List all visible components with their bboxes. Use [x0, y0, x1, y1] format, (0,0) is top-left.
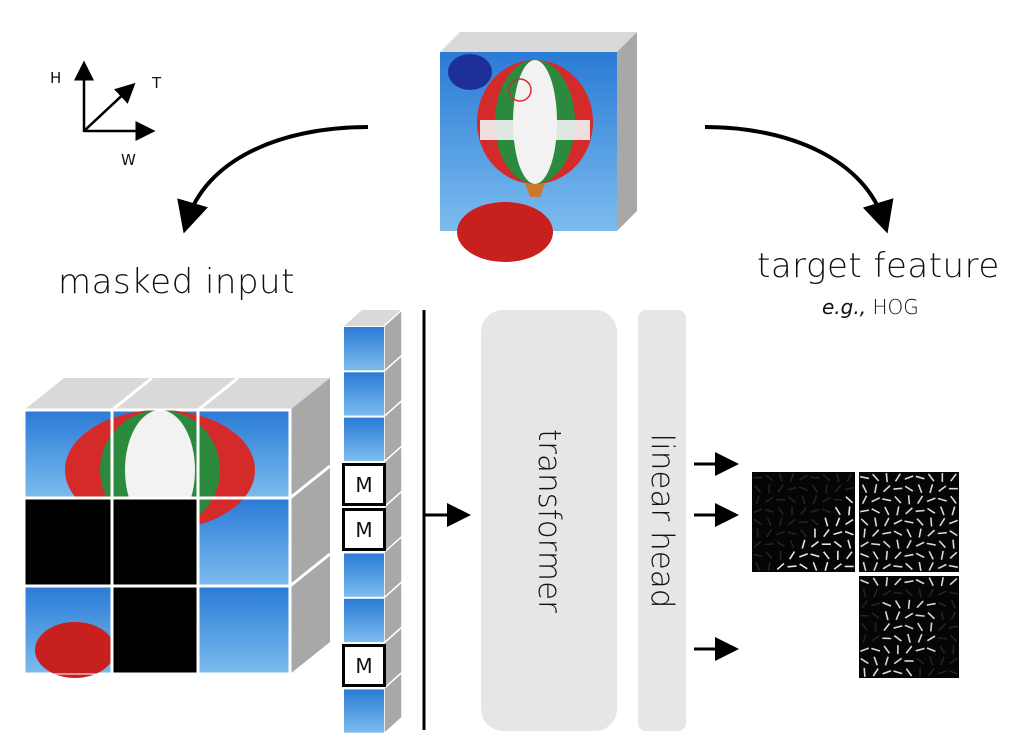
mask-token: M — [342, 462, 386, 507]
linear-head-label: linear head — [644, 433, 680, 608]
target-feature-label: target feature — [757, 246, 1000, 286]
curved-arrow-right — [704, 125, 894, 234]
target-example-label: e.g., HOG — [822, 295, 919, 319]
image-token — [344, 327, 384, 371]
linear-head-block: linear head — [638, 310, 686, 731]
t-axis-arrow — [83, 82, 136, 132]
image-token — [344, 417, 384, 461]
image-token — [344, 372, 384, 416]
video-cube — [440, 32, 637, 262]
image-token — [344, 553, 384, 597]
image-patch — [196, 584, 292, 676]
mask-token: M — [342, 644, 386, 688]
mask-token: M — [342, 508, 386, 552]
transformer-block: transformer — [481, 310, 617, 731]
masked-patch — [110, 584, 200, 676]
masked-input-cube — [24, 376, 331, 674]
hog-target-features — [752, 472, 959, 678]
curved-arrow-left — [177, 125, 369, 234]
masked-patch — [22, 496, 114, 588]
masked-input-label: masked input — [58, 262, 295, 302]
axis-label-w: W — [121, 151, 136, 169]
axis-label-h: H — [50, 69, 62, 87]
hog-label: HOG — [872, 295, 919, 319]
transformer-label: transformer — [531, 428, 567, 613]
image-token — [344, 598, 384, 643]
eg-prefix: e.g., — [822, 295, 867, 319]
image-token — [344, 689, 384, 733]
balloon-fragment — [35, 622, 115, 678]
axis-label-t: T — [152, 74, 162, 92]
masked-patch — [110, 496, 200, 588]
